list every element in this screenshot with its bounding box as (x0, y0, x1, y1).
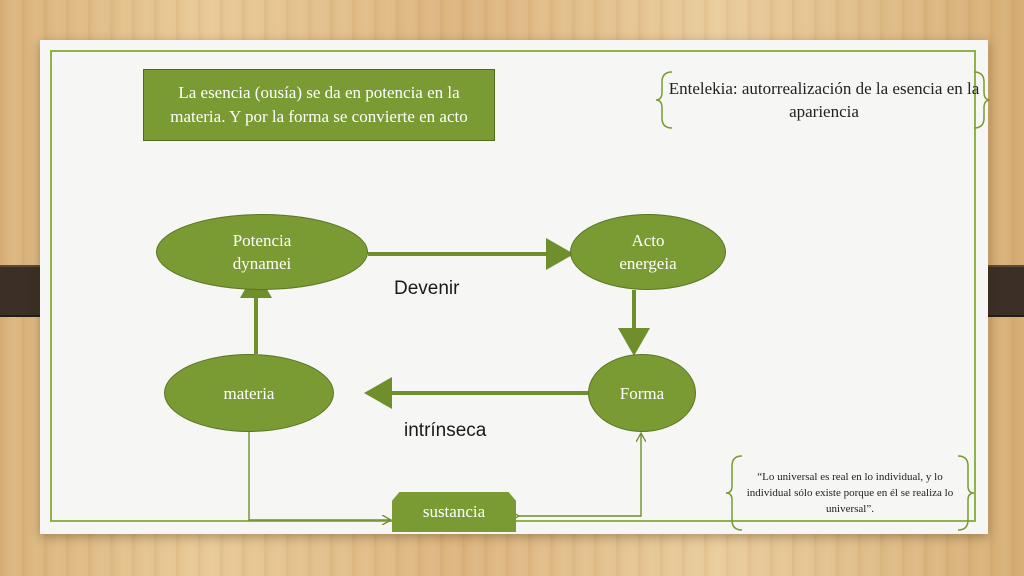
edge-label-intrinseca: intrínseca (404, 420, 487, 441)
node-acto-line2: energeia (619, 254, 677, 273)
node-potencia: Potencia dynamei (156, 214, 368, 290)
node-potencia-line1: Potencia (232, 231, 292, 250)
node-forma: Forma (588, 354, 696, 432)
universal-quote: “Lo universal es real en lo individual, … (730, 456, 970, 530)
essence-statement-box: La esencia (ousía) se da en potencia en … (143, 69, 495, 141)
node-forma-label: Forma (619, 383, 665, 403)
universal-quote-text: “Lo universal es real en lo individual, … (746, 471, 954, 515)
edge-label-devenir: Devenir (394, 278, 460, 299)
node-materia-label: materia (223, 383, 275, 403)
node-materia: materia (164, 354, 334, 432)
essence-statement-text: La esencia (ousía) se da en potencia en … (170, 83, 468, 126)
entelekia-text: Entelekia: autorrealización de la esenci… (668, 79, 980, 121)
node-potencia-line2: dynamei (232, 254, 292, 273)
entelekia-note: Entelekia: autorrealización de la esenci… (664, 72, 984, 128)
node-sustancia: sustancia (392, 492, 516, 532)
node-acto-line1: Acto (631, 231, 665, 250)
node-sustancia-label: sustancia (422, 502, 486, 521)
node-acto: Acto energeia (570, 214, 726, 290)
